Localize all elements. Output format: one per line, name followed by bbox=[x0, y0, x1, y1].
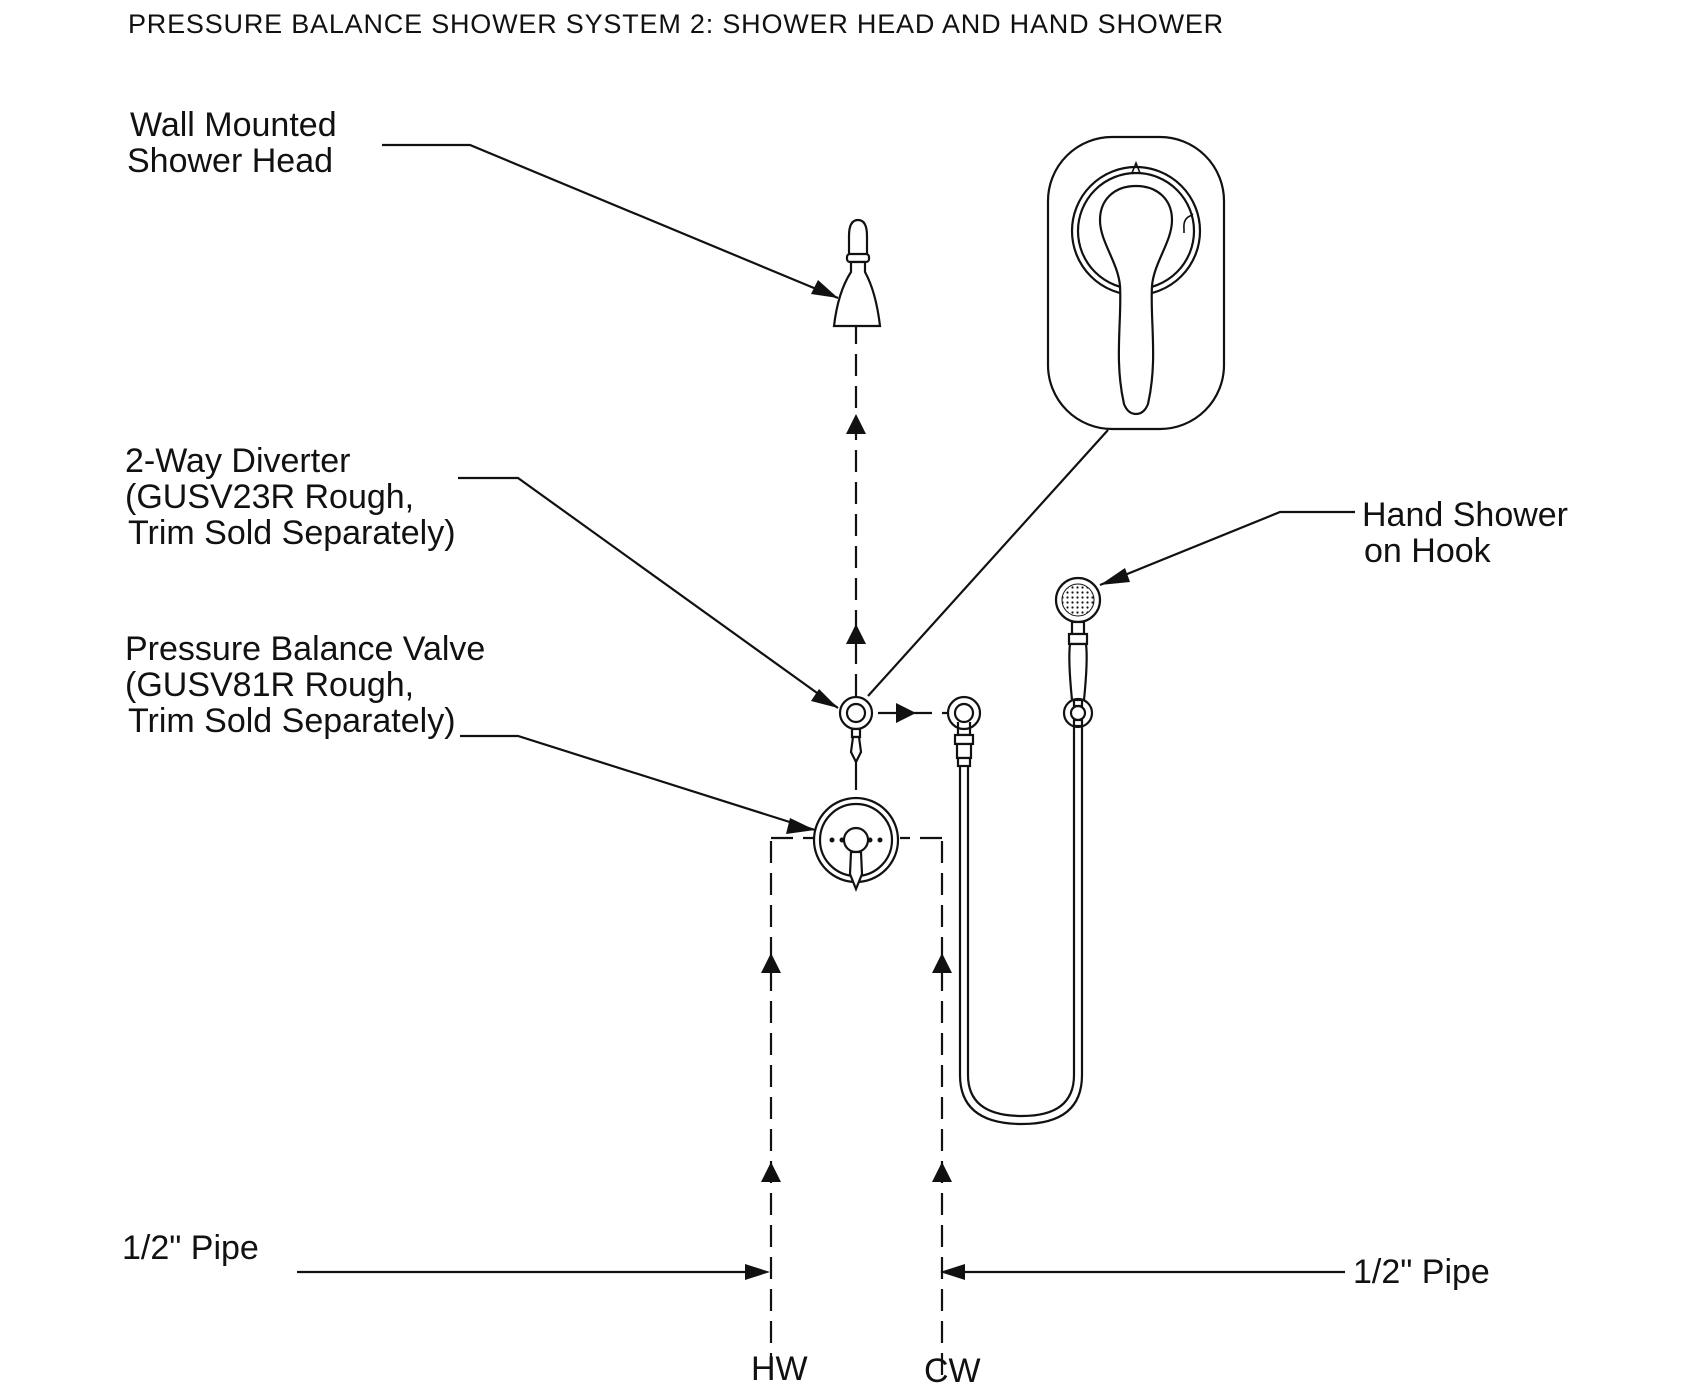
leader-valve bbox=[460, 734, 816, 832]
label-hand-shower: Hand Shower on Hook bbox=[1362, 496, 1568, 570]
arrow-pipe-left bbox=[745, 1264, 770, 1280]
arrow-shower-head bbox=[811, 280, 838, 298]
label-shower-head: Wall Mounted Shower Head bbox=[127, 106, 337, 180]
hand-shower-icon bbox=[1054, 576, 1102, 729]
label-diverter-line1: 2-Way Diverter bbox=[125, 442, 350, 480]
flow-arrow-cold-lower bbox=[932, 1162, 952, 1182]
leader-shower-head bbox=[382, 143, 839, 300]
hose bbox=[958, 724, 1084, 1126]
label-diverter: 2-Way Diverter (GUSV23R Rough, Trim Sold… bbox=[125, 442, 456, 552]
shower-head-icon bbox=[832, 218, 882, 328]
label-hand-shower-line1: Hand Shower bbox=[1362, 496, 1568, 534]
leader-lines bbox=[297, 143, 1355, 1280]
label-diverter-line2: (GUSV23R Rough, bbox=[125, 478, 414, 516]
flow-arrow-hot-upper bbox=[761, 953, 781, 973]
label-hand-shower-line2: on Hook bbox=[1364, 532, 1492, 570]
valve-trim-icon bbox=[812, 796, 900, 892]
label-cold-water: CW bbox=[924, 1352, 981, 1390]
flow-arrow-hand-shower bbox=[896, 703, 916, 723]
label-valve: Pressure Balance Valve (GUSV81R Rough, T… bbox=[125, 630, 485, 740]
label-valve-line2: (GUSV81R Rough, bbox=[125, 666, 414, 704]
arrow-diverter bbox=[811, 689, 838, 708]
leader-trim-detail bbox=[867, 429, 1109, 697]
indicator-triangle bbox=[1130, 160, 1142, 174]
indicator-arrow bbox=[1183, 213, 1194, 233]
label-shower-head-line2: Shower Head bbox=[127, 142, 333, 180]
flow-arrow-hot-lower bbox=[761, 1162, 781, 1182]
arrow-pipe-right bbox=[940, 1264, 965, 1280]
leader-diverter bbox=[458, 476, 839, 709]
diagram-title: PRESSURE BALANCE SHOWER SYSTEM 2: SHOWER… bbox=[128, 9, 1224, 39]
flow-arrow-shower-upper bbox=[846, 414, 866, 434]
arrow-valve bbox=[786, 818, 815, 834]
label-valve-line3: Trim Sold Separately) bbox=[128, 702, 456, 740]
wall-outlet-icon bbox=[946, 695, 982, 768]
flow-arrow-cold-upper bbox=[932, 953, 952, 973]
leader-hand-shower bbox=[1099, 510, 1355, 587]
label-hot-water: HW bbox=[751, 1350, 808, 1388]
label-shower-head-line1: Wall Mounted bbox=[130, 106, 337, 144]
flow-arrow-shower-lower bbox=[846, 624, 866, 644]
label-pipe-left: 1/2" Pipe bbox=[122, 1229, 259, 1267]
water-pipes bbox=[761, 325, 952, 1375]
label-pipe-right: 1/2" Pipe bbox=[1353, 1253, 1490, 1291]
diverter-icon bbox=[838, 695, 874, 790]
arrow-hand-shower bbox=[1100, 568, 1130, 585]
label-diverter-line3: Trim Sold Separately) bbox=[128, 514, 456, 552]
trim-plate-detail-icon bbox=[1046, 135, 1226, 431]
label-valve-line1: Pressure Balance Valve bbox=[125, 630, 485, 668]
